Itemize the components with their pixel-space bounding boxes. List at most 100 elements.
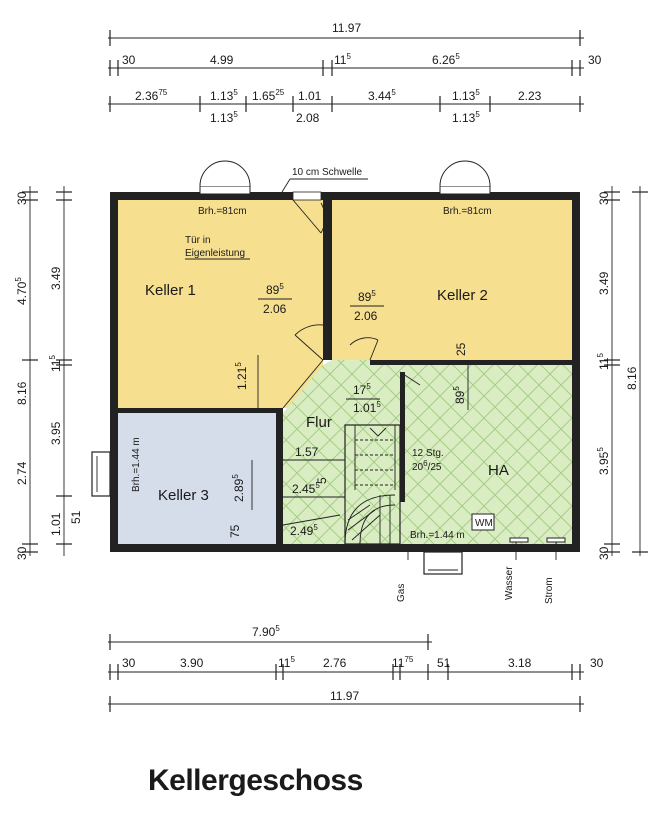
left-outer-0: 30 bbox=[15, 191, 29, 205]
wall-k1-k2 bbox=[323, 200, 332, 360]
left-inner-0: 3.49 bbox=[49, 266, 63, 290]
keller2-label: Keller 2 bbox=[437, 287, 488, 304]
left-outer-4: 30 bbox=[15, 546, 29, 560]
bottom-r1-4: 1175 bbox=[392, 655, 414, 670]
bottom-partial: 7.905 bbox=[252, 624, 280, 639]
k1-door-height: 2.06 bbox=[263, 302, 287, 316]
keller3-fill bbox=[118, 413, 278, 544]
left-outer-2: 8.16 bbox=[15, 381, 29, 405]
left-inner-4: 51 bbox=[69, 510, 83, 524]
wall-ha-left bbox=[400, 372, 405, 502]
left-outer-1: 4.705 bbox=[14, 277, 29, 305]
top-r3-1: 2.08 bbox=[296, 111, 320, 125]
strom-mark bbox=[546, 537, 566, 543]
keller3-label: Keller 3 bbox=[158, 487, 209, 504]
left-inner-1: 115 bbox=[48, 355, 63, 372]
brh-k1-label: Brh.=81cm bbox=[198, 206, 247, 217]
bottom-r1-2: 115 bbox=[278, 655, 295, 670]
keller2-fill bbox=[332, 200, 572, 360]
strom-label: Strom bbox=[544, 577, 555, 604]
keller1-fill bbox=[118, 200, 323, 408]
right-inner-4: 30 bbox=[597, 546, 611, 560]
stairs bbox=[344, 424, 401, 545]
light-well-left bbox=[91, 451, 111, 497]
dim-2895: 2.895 bbox=[231, 474, 246, 502]
bottom-r1-3: 2.76 bbox=[323, 656, 347, 670]
flur-hatch bbox=[283, 360, 400, 544]
right-outer: 8.16 bbox=[625, 366, 639, 390]
schwelle-leader bbox=[281, 178, 291, 193]
bottom-dimensions: 7.905 30 3.90 115 2.76 1175 51 3.18 30 1… bbox=[108, 624, 604, 712]
top-r2-5: 1.135 bbox=[452, 88, 480, 103]
tuer-label-1: Tür in bbox=[185, 235, 211, 246]
dim-25: 25 bbox=[454, 342, 468, 356]
door-swing-top bbox=[292, 199, 326, 234]
right-dimensions: 30 3.49 115 3.955 30 8.16 bbox=[596, 186, 648, 560]
stairs-label-2: 206/25 bbox=[412, 459, 442, 473]
tuer-label-2: Eigenleistung bbox=[185, 248, 245, 259]
wall-k3-right bbox=[276, 413, 283, 544]
top-r3-2: 1.135 bbox=[452, 110, 480, 125]
flur-door-width: 175 bbox=[353, 382, 371, 397]
top-dimensions: 11.97 30 4.99 115 6.265 30 2.3675 1.135 … bbox=[108, 21, 602, 125]
top-r2-1: 1.135 bbox=[210, 88, 238, 103]
bottom-r1-6: 3.18 bbox=[508, 656, 532, 670]
dim-895: 895 bbox=[452, 386, 467, 404]
left-dimensions: 30 4.705 8.16 2.74 30 3.49 115 3.95 1.01… bbox=[14, 186, 83, 560]
brh-ha-label: Brh.=1.44 m bbox=[410, 530, 465, 541]
dim-2495-line bbox=[282, 514, 341, 526]
wall-bottom bbox=[110, 544, 580, 552]
right-inner-2: 115 bbox=[596, 353, 611, 370]
k1-door-width: 895 bbox=[266, 282, 284, 297]
top-r2-4: 3.445 bbox=[368, 88, 396, 103]
top-r2-2: 1.6525 bbox=[252, 88, 285, 103]
dim-2495: 2.495 bbox=[290, 523, 318, 538]
k2-door-width: 895 bbox=[358, 289, 376, 304]
door-swing-k2 bbox=[349, 337, 379, 361]
page-title: Kellergeschoss bbox=[148, 764, 363, 797]
wall-left bbox=[110, 192, 118, 552]
top-r1-1: 4.99 bbox=[210, 53, 234, 67]
wall-k2-bottom bbox=[370, 360, 572, 365]
top-r1-2: 115 bbox=[334, 52, 351, 67]
left-outer-3: 2.74 bbox=[15, 461, 29, 485]
dim-157: 1.57 bbox=[295, 445, 319, 459]
top-overall: 11.97 bbox=[332, 21, 361, 35]
wall-k1-bottom bbox=[118, 408, 283, 413]
ha-label: HA bbox=[488, 462, 509, 479]
bottom-r1-5: 51 bbox=[437, 656, 451, 670]
top-r2-6: 2.23 bbox=[518, 89, 542, 103]
wall-top bbox=[110, 192, 580, 200]
door-swing-k1 bbox=[294, 324, 324, 361]
brh-k2-label: Brh.=81cm bbox=[443, 206, 492, 217]
door-swing-ha bbox=[399, 371, 421, 386]
right-inner-0: 30 bbox=[597, 191, 611, 205]
dim-2455: 2.455 bbox=[292, 481, 320, 496]
wasser-mark bbox=[509, 537, 529, 543]
keller1-label: Keller 1 bbox=[145, 282, 196, 299]
flur-label: Flur bbox=[306, 414, 332, 431]
top-r3-0: 1.135 bbox=[210, 110, 238, 125]
top-r1-0: 30 bbox=[122, 53, 136, 67]
wall-flur-diagonal bbox=[282, 359, 324, 409]
dim-5: 5 bbox=[315, 477, 329, 484]
light-well-bottom bbox=[423, 551, 463, 575]
left-inner-2: 3.95 bbox=[49, 421, 63, 445]
dim-75: 75 bbox=[228, 524, 242, 538]
top-r1-4: 30 bbox=[588, 53, 602, 67]
flur-door-height: 1.015 bbox=[353, 400, 381, 415]
wasser-label: Wasser bbox=[504, 566, 515, 600]
bottom-r1-0: 30 bbox=[122, 656, 136, 670]
bottom-overall: 11.97 bbox=[330, 689, 359, 703]
stairs-label-1: 12 Stg. bbox=[412, 448, 444, 459]
right-inner-1: 3.49 bbox=[597, 271, 611, 295]
dim-121: 1.215 bbox=[234, 362, 249, 390]
right-inner-3: 3.955 bbox=[596, 447, 611, 475]
top-r1-3: 6.265 bbox=[432, 52, 460, 67]
schwelle-label: 10 cm Schwelle bbox=[292, 167, 362, 178]
schwelle-gap bbox=[292, 191, 322, 201]
top-r2-3: 1.01 bbox=[298, 89, 322, 103]
k2-door-height: 2.06 bbox=[354, 309, 378, 323]
left-inner-3: 1.01 bbox=[49, 512, 63, 536]
